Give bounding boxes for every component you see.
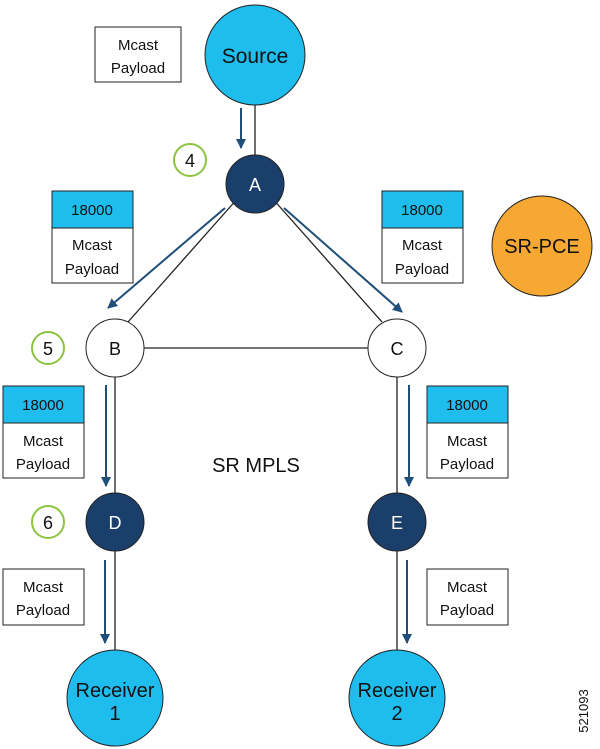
link-a-b — [127, 197, 239, 323]
packet-b-to-d-line1: Mcast — [23, 433, 64, 450]
packet-a-to-b: 18000 Mcast Payload — [51, 190, 134, 284]
step-4-label: 4 — [185, 151, 195, 171]
packet-b-to-d: 18000 Mcast Payload — [2, 385, 85, 479]
step-marker-5: 5 — [31, 331, 65, 365]
packet-a-to-c-label: 18000 — [401, 202, 443, 219]
node-sr-pce: SR-PCE — [491, 195, 593, 297]
node-sr-pce-label: SR-PCE — [504, 236, 580, 258]
packet-b-to-d-label: 18000 — [22, 397, 64, 414]
node-receiver-1: Receiver 1 — [66, 649, 164, 747]
receiver-2-label-line1: Receiver — [358, 680, 437, 702]
node-d: D — [85, 492, 145, 552]
step-marker-6: 6 — [31, 505, 65, 539]
packet-e-to-receiver2-line1: Mcast — [447, 579, 488, 596]
packet-source-line2: Payload — [111, 60, 165, 77]
packet-source: Mcast Payload — [94, 26, 182, 83]
step-6-label: 6 — [43, 513, 53, 533]
arrow-a-b — [107, 207, 226, 309]
packet-e-to-receiver2: Mcast Payload — [426, 568, 509, 626]
links — [114, 97, 398, 650]
packet-source-line1: Mcast — [118, 37, 159, 54]
arrow-a-c — [283, 207, 403, 313]
packet-a-to-b-line2: Payload — [65, 261, 119, 278]
figure-id: 521093 — [576, 689, 591, 732]
packet-a-to-b-label: 18000 — [71, 202, 113, 219]
receiver-1-label-line1: Receiver — [76, 680, 155, 702]
packet-a-to-c-line1: Mcast — [402, 237, 443, 254]
packet-c-to-e-line1: Mcast — [447, 433, 488, 450]
packet-e-to-receiver2-line2: Payload — [440, 602, 494, 619]
node-e-label: E — [391, 513, 403, 533]
packet-b-to-d-line2: Payload — [16, 456, 70, 473]
network-label: SR MPLS — [212, 455, 300, 477]
node-b-label: B — [109, 339, 121, 359]
receiver-2-label-line2: 2 — [391, 703, 402, 725]
node-source-label: Source — [222, 45, 289, 68]
packet-a-to-c: 18000 Mcast Payload — [381, 190, 464, 284]
node-b: B — [85, 318, 145, 378]
node-receiver-2: Receiver 2 — [348, 649, 446, 747]
packet-d-to-receiver1-line1: Mcast — [23, 579, 64, 596]
node-a: A — [225, 154, 285, 214]
receiver-1-label-line2: 1 — [109, 703, 120, 725]
node-c-label: C — [391, 339, 404, 359]
packet-c-to-e: 18000 Mcast Payload — [426, 385, 509, 479]
link-a-c — [271, 197, 383, 323]
step-marker-4: 4 — [173, 143, 207, 177]
packet-d-to-receiver1: Mcast Payload — [2, 568, 85, 626]
traffic-arrows — [100, 108, 414, 644]
step-5-label: 5 — [43, 339, 53, 359]
packet-d-to-receiver1-line2: Payload — [16, 602, 70, 619]
node-source: Source — [204, 4, 306, 106]
node-d-label: D — [109, 513, 122, 533]
node-c: C — [367, 318, 427, 378]
packet-c-to-e-line2: Payload — [440, 456, 494, 473]
node-e: E — [367, 492, 427, 552]
packet-a-to-c-line2: Payload — [395, 261, 449, 278]
node-a-label: A — [249, 175, 261, 195]
packet-a-to-b-line1: Mcast — [72, 237, 113, 254]
packet-c-to-e-label: 18000 — [446, 397, 488, 414]
